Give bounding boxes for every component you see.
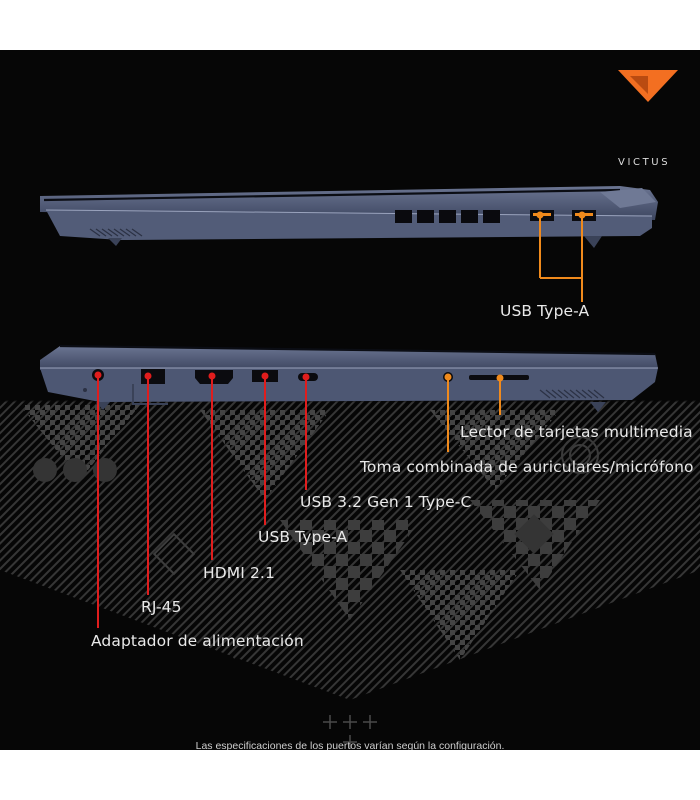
product-poster: VICTUS USB Type-A Lector de tarjetas mul…: [0, 50, 700, 750]
laptop-left-side-view: [40, 344, 658, 412]
ports-footnote: Las especificaciones de los puertos varí…: [195, 740, 505, 750]
victus-logo-icon: [618, 70, 678, 102]
usb-a-callout-lines: [536, 211, 586, 302]
laptop-right-side-view: [40, 186, 658, 248]
label-card-reader: Lector de tarjetas multimedia: [460, 423, 693, 441]
decorative-cross-icons: [323, 715, 377, 749]
poster-artwork: [0, 70, 700, 749]
left-port-callout-lines: [94, 371, 504, 628]
label-rj45: RJ-45: [141, 598, 182, 616]
label-usb-type-a-right: USB Type-A: [500, 302, 590, 320]
label-usb-c: USB 3.2 Gen 1 Type-C: [300, 493, 472, 511]
label-audio-combo-jack: Toma combinada de auriculares/micrófono: [360, 458, 694, 476]
label-usb-type-a-left: USB Type-A: [258, 528, 348, 546]
rear-vent-grille: [395, 210, 500, 223]
label-power-adapter: Adaptador de alimentación: [91, 632, 304, 650]
label-hdmi: HDMI 2.1: [203, 564, 275, 582]
brand-name: VICTUS: [618, 157, 671, 168]
background-pattern: [0, 400, 700, 700]
